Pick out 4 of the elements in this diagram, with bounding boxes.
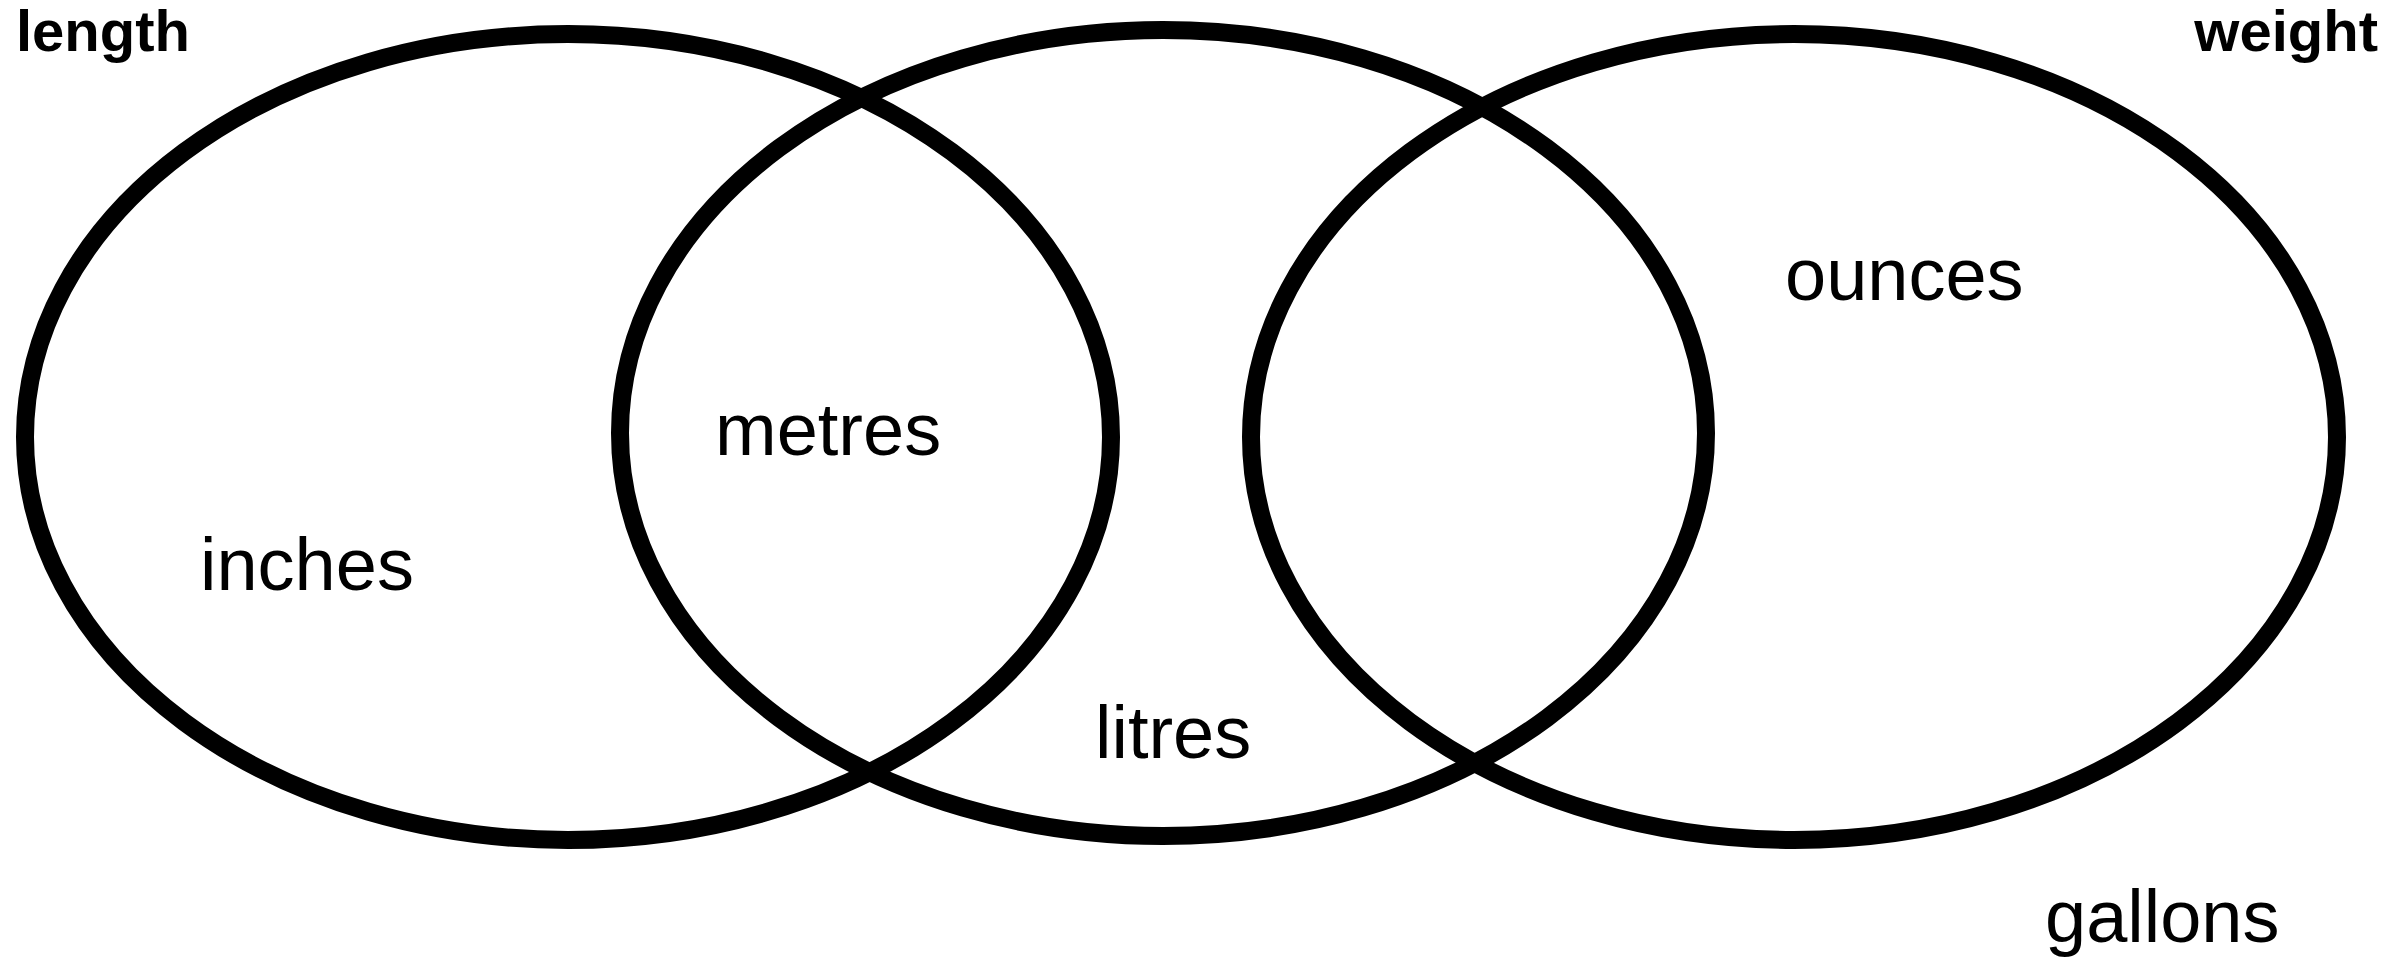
set-item-text: inches bbox=[200, 528, 414, 602]
set-item-text: metres bbox=[715, 393, 942, 467]
set-item-text: ounces bbox=[1785, 238, 2024, 312]
set-item-text: litres bbox=[1095, 696, 1252, 770]
